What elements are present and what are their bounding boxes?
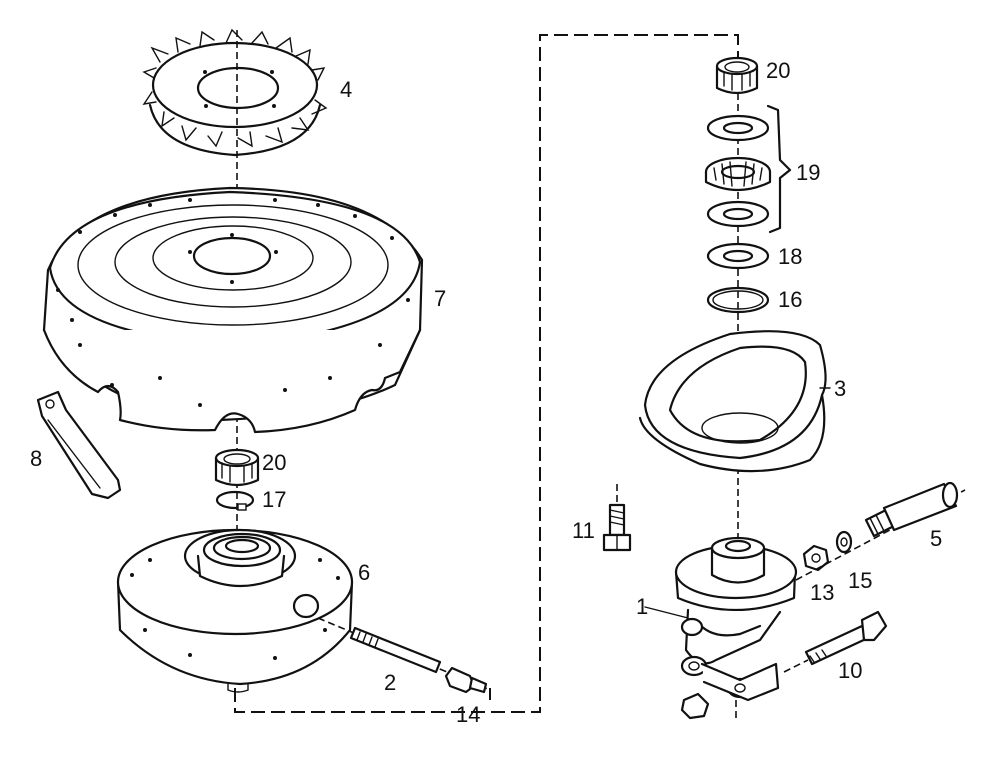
label-part-17: 17 [262, 487, 286, 512]
nut-part-13 [802, 544, 830, 572]
washer-part-15 [835, 530, 853, 554]
label-part-8: 8 [30, 446, 42, 471]
label-part-16: 16 [778, 287, 802, 312]
label-part-1: 1 [636, 594, 648, 619]
bevel-gear-part-4 [142, 28, 328, 157]
label-part-3: 3 [834, 376, 846, 401]
label-part-6: 6 [358, 560, 370, 585]
label-part-10: 10 [838, 658, 862, 683]
label-part-11: 11 [572, 518, 595, 543]
label-part-14: 14 [456, 702, 480, 727]
label-part-2: 2 [384, 670, 396, 695]
base-disc-part-6 [116, 528, 354, 693]
label-part-7: 7 [434, 286, 446, 311]
label-part-20-right: 20 [766, 58, 790, 83]
label-part-18: 18 [778, 244, 802, 269]
bearing-set-part-19 [704, 104, 792, 234]
bushing-part-20-left [214, 448, 260, 487]
leader-part-1 [644, 606, 689, 619]
washer-part-18 [706, 242, 770, 270]
bolt-part-10 [783, 610, 888, 673]
label-part-15: 15 [848, 568, 872, 593]
label-part-20-left: 20 [262, 450, 286, 475]
housing-part-1 [674, 536, 798, 720]
label-part-4: 4 [340, 77, 352, 102]
label-part-13: 13 [810, 580, 834, 605]
label-part-5: 5 [930, 526, 942, 551]
grease-fitting-part-14 [444, 666, 488, 694]
oval-cover-part-3 [638, 330, 827, 473]
label-part-19: 19 [796, 160, 820, 185]
bushing-part-20-right [715, 56, 759, 95]
flat-bar-part-8 [36, 390, 122, 500]
snap-ring-part-17 [215, 490, 255, 511]
o-ring-part-16 [706, 286, 770, 314]
connector-line [234, 34, 739, 713]
stud-part-5 [795, 481, 966, 581]
bolt-part-11 [602, 484, 632, 552]
housing-cover-part-7 [42, 186, 424, 434]
